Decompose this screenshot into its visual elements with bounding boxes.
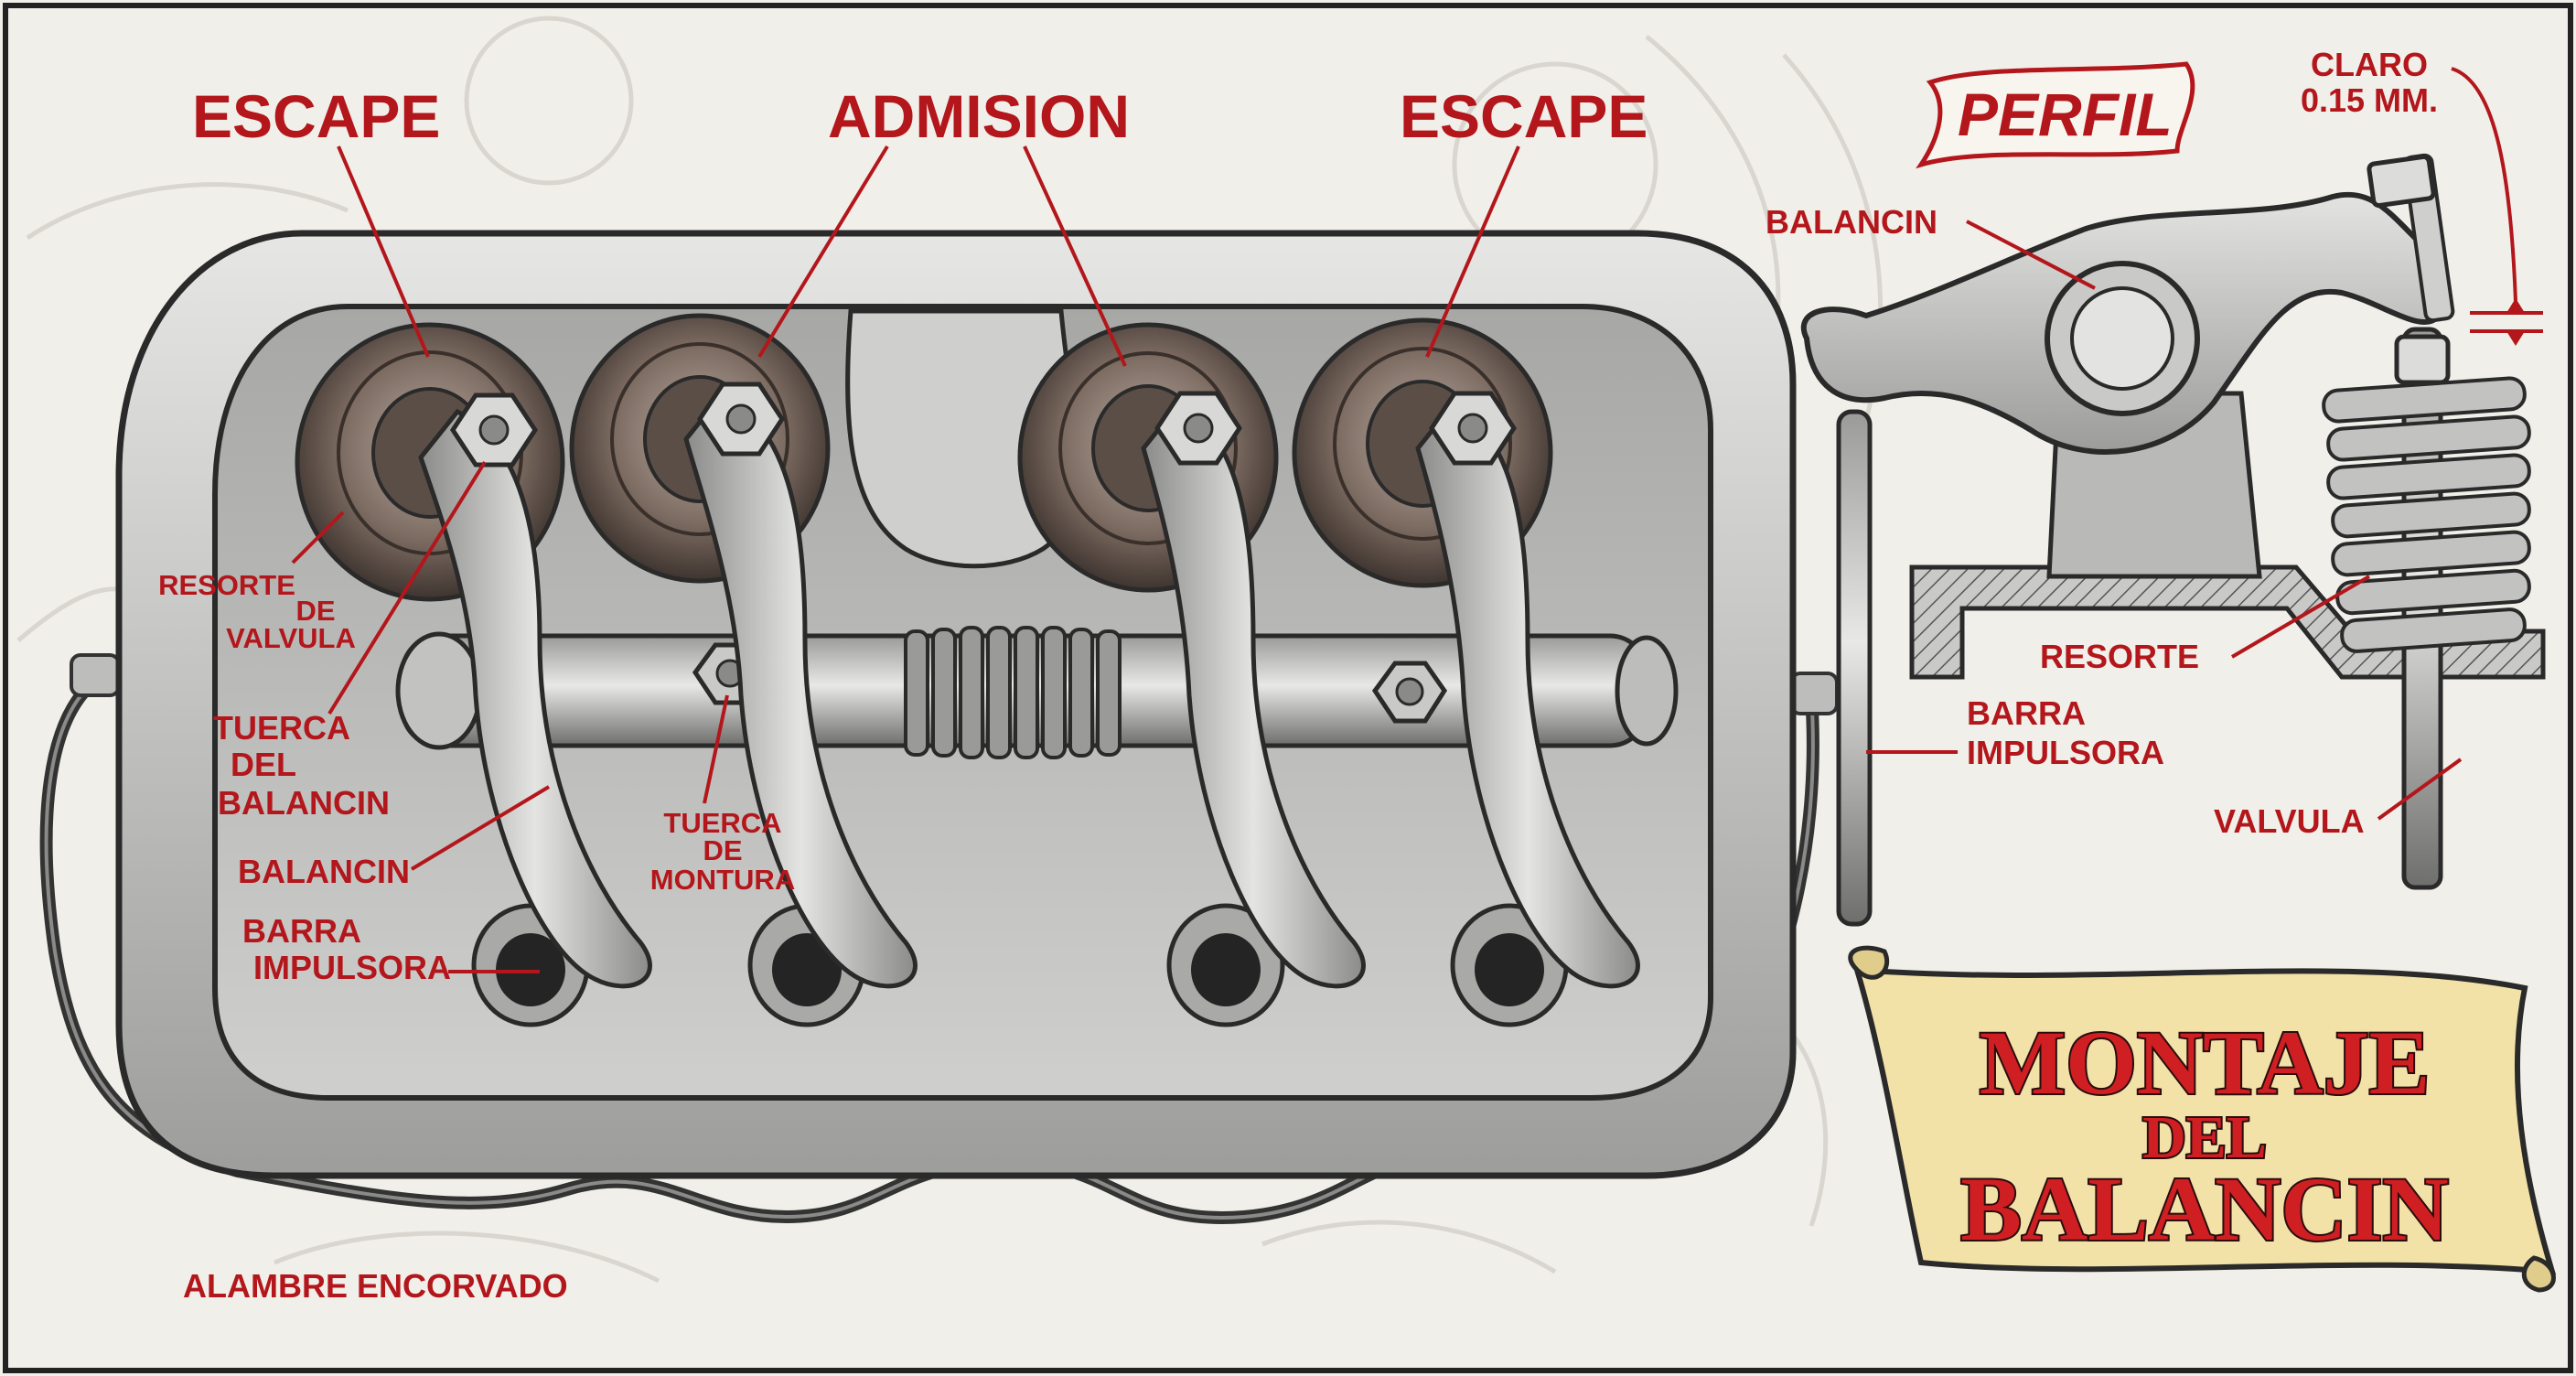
label-resorte-de-valvula-2: DE [295, 595, 335, 627]
label-claro-1: CLARO [2311, 46, 2428, 83]
label-balancin-left: BALANCIN [238, 853, 410, 890]
rocker-arm-1 [418, 408, 652, 989]
pushrod-tube-3 [1166, 903, 1285, 1027]
label-claro-2: 0.15 MM. [2301, 81, 2438, 119]
profile-pivot-shaft [2070, 286, 2174, 391]
adjuster-nut-1 [450, 392, 538, 468]
profile-view [1800, 67, 2546, 927]
title-line-1: MONTAJE [1980, 1012, 2431, 1113]
adjuster-nut-3 [1154, 391, 1242, 466]
label-resorte-de-valvula-1: RESORTE [158, 569, 295, 601]
label-tuerca-del-balancin-3: BALANCIN [218, 784, 390, 822]
label-alambre-encorvado: ALAMBRE ENCORVADO [183, 1267, 568, 1305]
profile-pushrod [1836, 409, 1873, 927]
adjuster-nut-4 [1429, 391, 1517, 466]
label-tuerca-de-montura-2: DE [703, 834, 742, 866]
label-tuerca-del-balancin-2: DEL [231, 746, 296, 783]
perfil-tag [1916, 61, 2195, 169]
mounting-nut-right [1371, 661, 1448, 724]
profile-adjuster-nut [2367, 154, 2436, 209]
label-resorte: RESORTE [2040, 638, 2199, 675]
profile-valve-cap [2394, 334, 2451, 385]
label-escape-left: ESCAPE [192, 82, 440, 150]
rocker-arm-4 [1415, 399, 1640, 989]
label-valvula: VALVULA [2214, 802, 2365, 840]
label-barra-impulsora-left-1: BARRA [242, 912, 361, 950]
rocker-arms [418, 390, 1640, 989]
profile-valve-spring [2322, 376, 2531, 653]
title-line-2: DEL [2142, 1104, 2267, 1171]
label-tuerca-de-montura-1: TUERCA [663, 807, 781, 839]
title-scroll [1848, 945, 2557, 1293]
adjuster-nuts [450, 382, 1517, 468]
label-escape-right: ESCAPE [1400, 82, 1648, 150]
label-admision: ADMISION [828, 82, 1130, 150]
shaft-end-right [1615, 635, 1679, 747]
label-tuerca-del-balancin-1: TUERCA [213, 709, 350, 747]
clearance-indicator [2451, 67, 2543, 346]
rocker-arm-2 [683, 390, 918, 989]
adjuster-nut-2 [697, 382, 785, 457]
label-barra-impulsora-right-1: BARRA [1967, 694, 2086, 732]
label-balancin-profile: BALANCIN [1766, 203, 1937, 241]
title-line-3: BALANCIN [1960, 1158, 2448, 1260]
label-tuerca-de-montura-3: MONTURA [650, 864, 795, 896]
label-resorte-de-valvula-3: VALVULA [226, 622, 356, 654]
shaft-spring [904, 626, 1122, 759]
label-barra-impulsora-right-2: IMPULSORA [1967, 734, 2164, 771]
label-perfil: PERFIL [1958, 81, 2173, 148]
label-barra-impulsora-left-2: IMPULSORA [253, 949, 451, 986]
rocker-arm-3 [1141, 399, 1366, 989]
